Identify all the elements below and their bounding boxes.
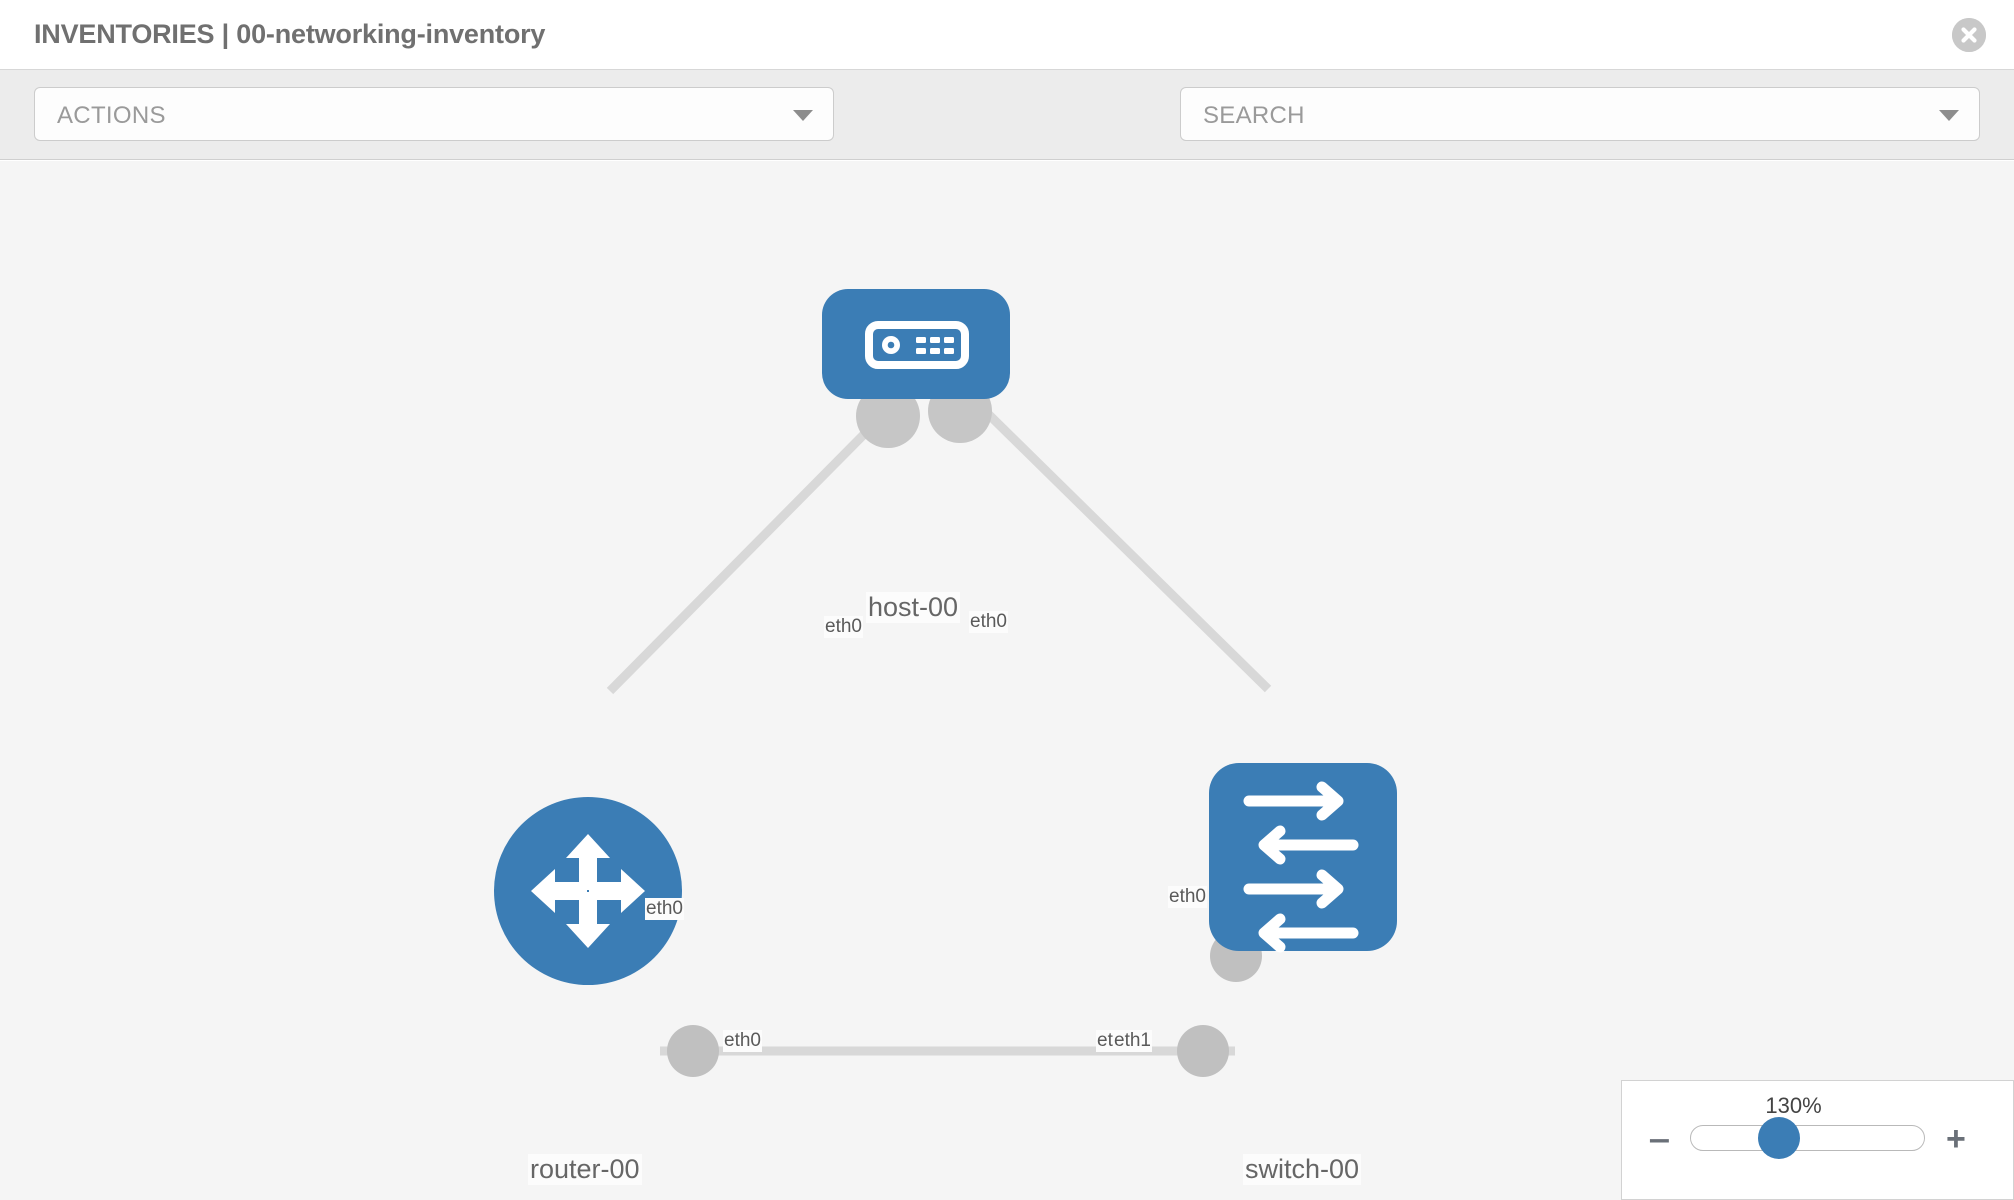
actions-dropdown-label: ACTIONS (57, 102, 166, 129)
connector-router00-right (667, 1025, 719, 1077)
connector-host00-left (856, 384, 920, 448)
chevron-down-icon (793, 110, 813, 121)
node-label-router-00: router-00 (528, 1154, 642, 1185)
topology-canvas[interactable]: host-00 router-00 switch-00 eth0 eth0 et… (0, 161, 2014, 1200)
zoom-in-button[interactable]: + (1946, 1120, 1966, 1158)
iface-label-switch00-up: eth0 (1168, 886, 1207, 908)
actions-dropdown[interactable]: ACTIONS (34, 87, 834, 141)
router-icon (531, 834, 645, 948)
iface-label-router00-up: eth0 (645, 898, 684, 920)
iface-label-switch00-left-b: eth1 (1113, 1030, 1152, 1052)
topology-connectors (667, 379, 1262, 1077)
edge-host00-switch00[interactable] (971, 397, 1272, 693)
chevron-down-icon (1939, 110, 1959, 121)
topology-edges (606, 397, 1272, 1056)
connector-switch00-left (1177, 1025, 1229, 1077)
zoom-slider-thumb[interactable] (1758, 1117, 1800, 1159)
iface-label-router00-right: eth0 (723, 1030, 762, 1052)
close-icon[interactable] (1952, 18, 1986, 52)
iface-label-host00-left: eth0 (824, 616, 863, 638)
node-router-00[interactable] (494, 797, 682, 985)
node-host-00[interactable] (822, 289, 1010, 399)
switch-icon (1243, 781, 1359, 953)
zoom-slider-track[interactable] (1690, 1125, 1925, 1151)
server-icon (865, 321, 969, 369)
iface-label-host00-right: eth0 (969, 611, 1008, 633)
search-input[interactable]: SEARCH (1180, 87, 1980, 141)
node-switch-00[interactable] (1209, 763, 1397, 953)
zoom-control-panel: 130% ‒ + (1621, 1080, 2014, 1200)
node-label-switch-00: switch-00 (1243, 1154, 1362, 1185)
zoom-level-value: 130% (1765, 1093, 1822, 1118)
page-header: INVENTORIES | 00-networking-inventory (0, 0, 2014, 70)
node-label-host-00: host-00 (866, 592, 961, 623)
page-title: INVENTORIES | 00-networking-inventory (34, 19, 546, 49)
toolbar: ACTIONS SEARCH (0, 70, 2014, 198)
search-placeholder: SEARCH (1203, 102, 1305, 129)
topology-graph (494, 289, 1397, 1077)
edge-host00-router00[interactable] (606, 397, 901, 695)
zoom-out-button[interactable]: ‒ (1650, 1120, 1669, 1158)
